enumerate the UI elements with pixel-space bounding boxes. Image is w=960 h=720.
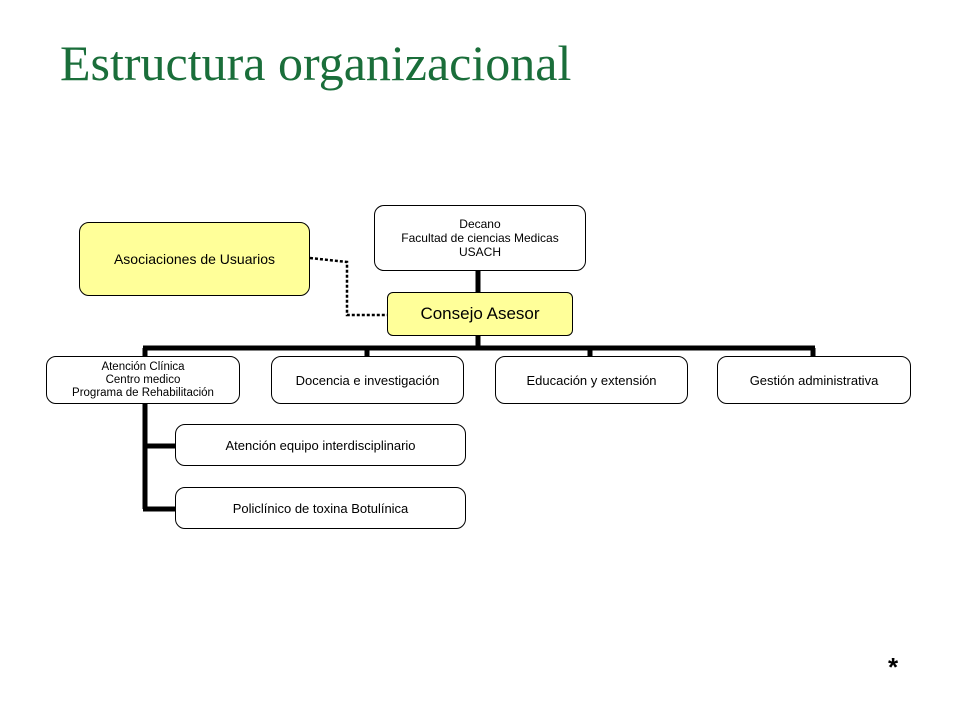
policlinico-box: Policlínico de toxina Botulínica: [175, 487, 466, 529]
educacion-box: Educación y extensión: [495, 356, 688, 404]
footer-asterisk: *: [888, 652, 899, 682]
atencion-line-3: Programa de Rehabilitación: [72, 386, 214, 399]
decano-line-2: Facultad de ciencias Medicas: [401, 231, 559, 245]
atencion-clinica-box: Atención Clínica Centro medico Programa …: [46, 356, 240, 404]
slide-title: Estructura organizacional: [60, 35, 572, 91]
connector-asociaciones-consejo: [309, 256, 387, 317]
consejo-asesor-box: Consejo Asesor: [387, 292, 573, 336]
atencion-line-1: Atención Clínica: [101, 360, 185, 373]
atencion-line-2: Centro medico: [105, 373, 181, 386]
asociaciones-box: Asociaciones de Usuarios: [79, 222, 310, 296]
decano-box: Decano Facultad de ciencias Medicas USAC…: [374, 205, 586, 271]
gestion-box: Gestión administrativa: [717, 356, 911, 404]
decano-line-1: Decano: [459, 217, 501, 231]
equipo-interdisciplinario-box: Atención equipo interdisciplinario: [175, 424, 466, 466]
decano-line-3: USACH: [458, 245, 501, 259]
docencia-box: Docencia e investigación: [271, 356, 464, 404]
